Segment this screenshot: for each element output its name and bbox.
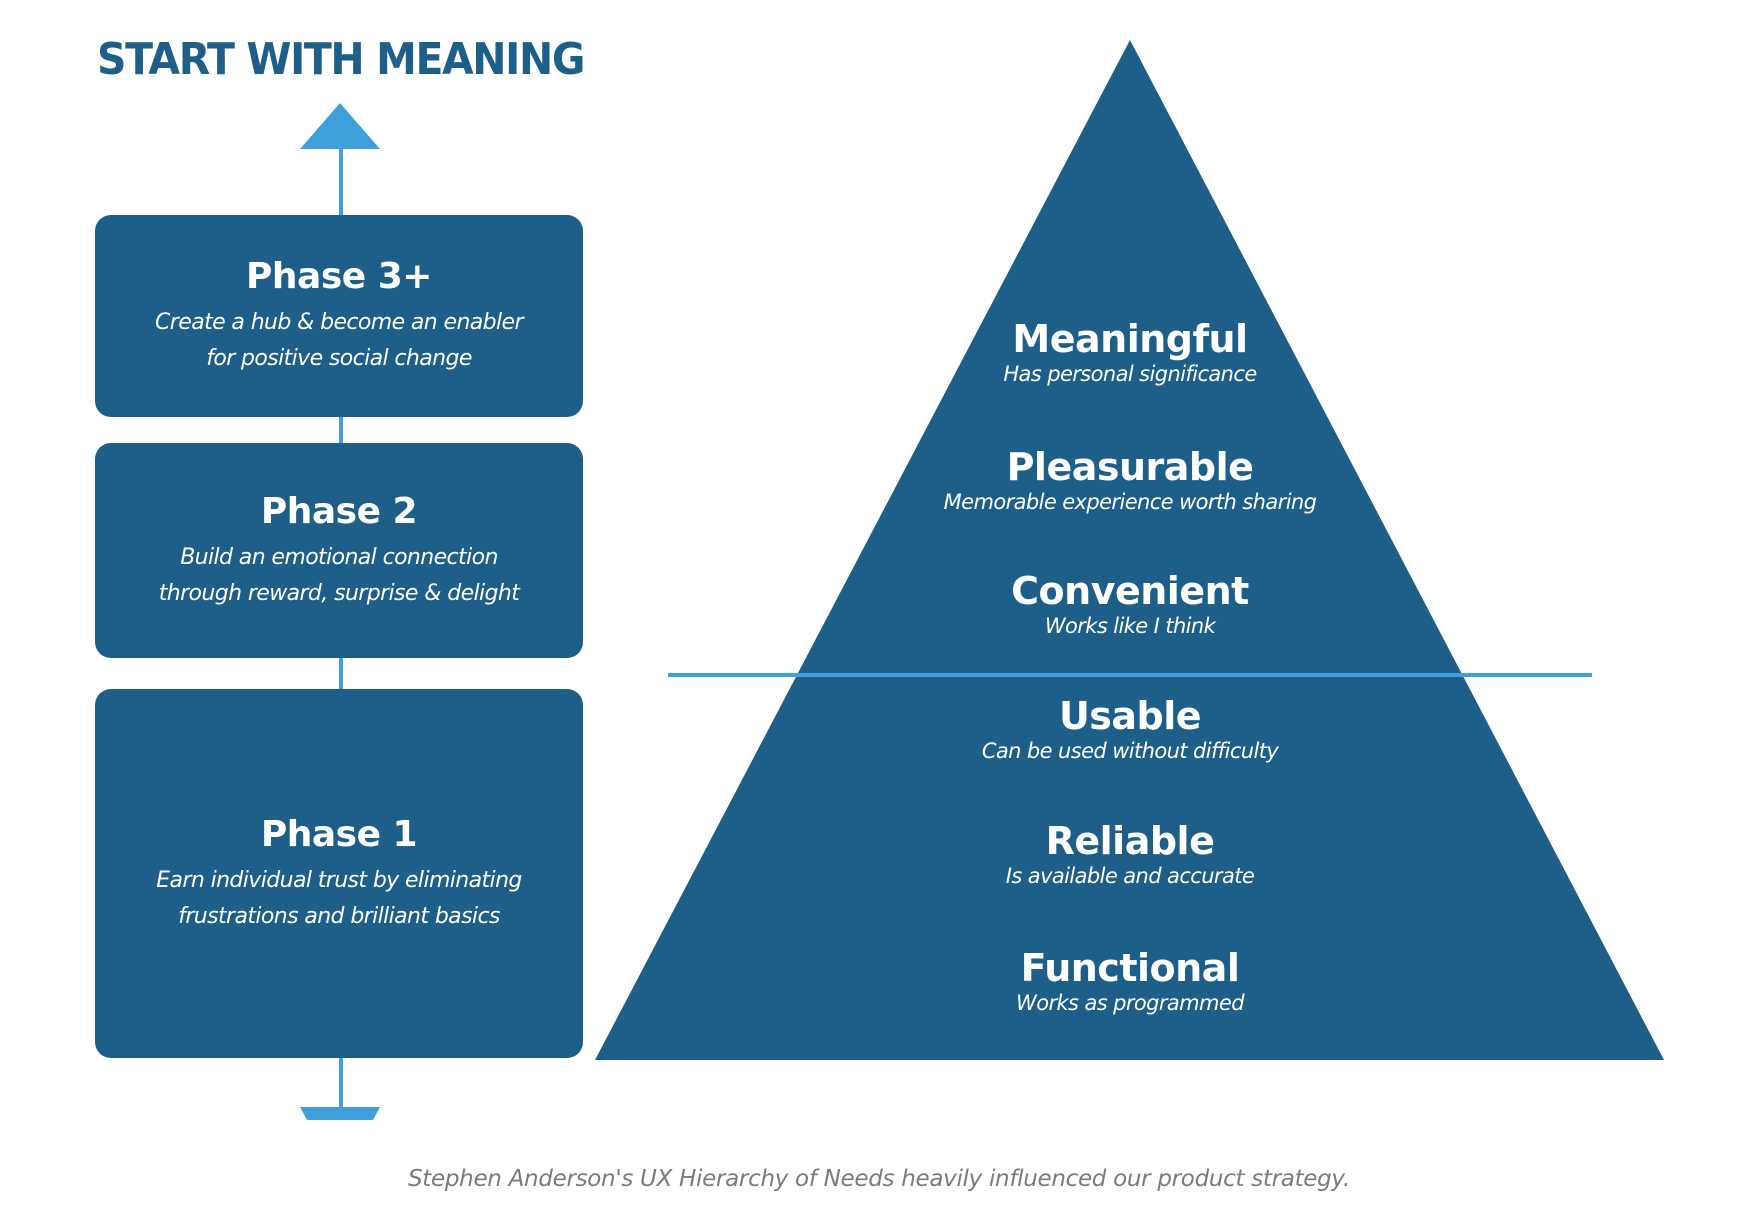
level-subtitle: Has personal significance bbox=[1003, 362, 1257, 386]
phase-description-line: Create a hub & become an enabler bbox=[155, 310, 524, 335]
level-title: Functional bbox=[1020, 946, 1240, 990]
phase-description-line: frustrations and brilliant basics bbox=[178, 903, 500, 929]
figure-caption: Stephen Anderson's UX Hierarchy of Needs… bbox=[408, 1166, 1350, 1192]
phase-card-2: Phase 2 Build an emotional connection th… bbox=[95, 443, 583, 658]
level-title: Pleasurable bbox=[1006, 445, 1254, 489]
level-subtitle: Works like I think bbox=[1044, 614, 1216, 638]
pyramid-level-reliable: Reliable Is available and accurate bbox=[880, 820, 1380, 890]
phase-title: Phase 3+ bbox=[246, 256, 432, 297]
phase-title: Phase 1 bbox=[260, 813, 418, 855]
pyramid-level-functional: Functional Works as programmed bbox=[880, 947, 1380, 1017]
pyramid-level-meaningful: Meaningful Has personal significance bbox=[880, 318, 1380, 388]
pyramid-level-convenient: Convenient Works like I think bbox=[880, 570, 1380, 640]
arrow-up-icon bbox=[300, 103, 380, 149]
level-subtitle: Works as programmed bbox=[1016, 991, 1245, 1015]
phase-description: Earn individual trust by eliminating fru… bbox=[156, 863, 522, 935]
phase-description-line: through reward, surprise & delight bbox=[158, 580, 520, 606]
level-title: Meaningful bbox=[1012, 317, 1248, 361]
pyramid-shape bbox=[595, 40, 1664, 1060]
pyramid-level-pleasurable: Pleasurable Memorable experience worth s… bbox=[880, 446, 1380, 516]
phase-card-3: Phase 3+ Create a hub & become an enable… bbox=[95, 215, 583, 417]
level-title: Reliable bbox=[1045, 819, 1215, 863]
level-title: Usable bbox=[1058, 694, 1202, 738]
level-subtitle: Memorable experience worth sharing bbox=[943, 490, 1317, 514]
phase-description-line: for positive social change bbox=[206, 346, 472, 371]
pyramid-divider-line bbox=[668, 673, 1592, 677]
pyramid-level-usable: Usable Can be used without difficulty bbox=[880, 695, 1380, 765]
level-title: Convenient bbox=[1011, 569, 1249, 613]
phase-description-line: Build an emotional connection bbox=[180, 544, 498, 570]
phase-card-1: Phase 1 Earn individual trust by elimina… bbox=[95, 689, 583, 1058]
phase-description-line: Earn individual trust by eliminating bbox=[156, 867, 522, 893]
arrow-down-icon bbox=[300, 1107, 380, 1120]
phase-description: Build an emotional connection through re… bbox=[159, 540, 520, 612]
level-subtitle: Is available and accurate bbox=[1005, 864, 1255, 888]
diagram-title: START WITH MEANING bbox=[97, 34, 585, 85]
phase-title: Phase 2 bbox=[260, 490, 418, 532]
phase-description: Create a hub & become an enabler for pos… bbox=[155, 305, 524, 377]
level-subtitle: Can be used without difficulty bbox=[981, 739, 1279, 763]
